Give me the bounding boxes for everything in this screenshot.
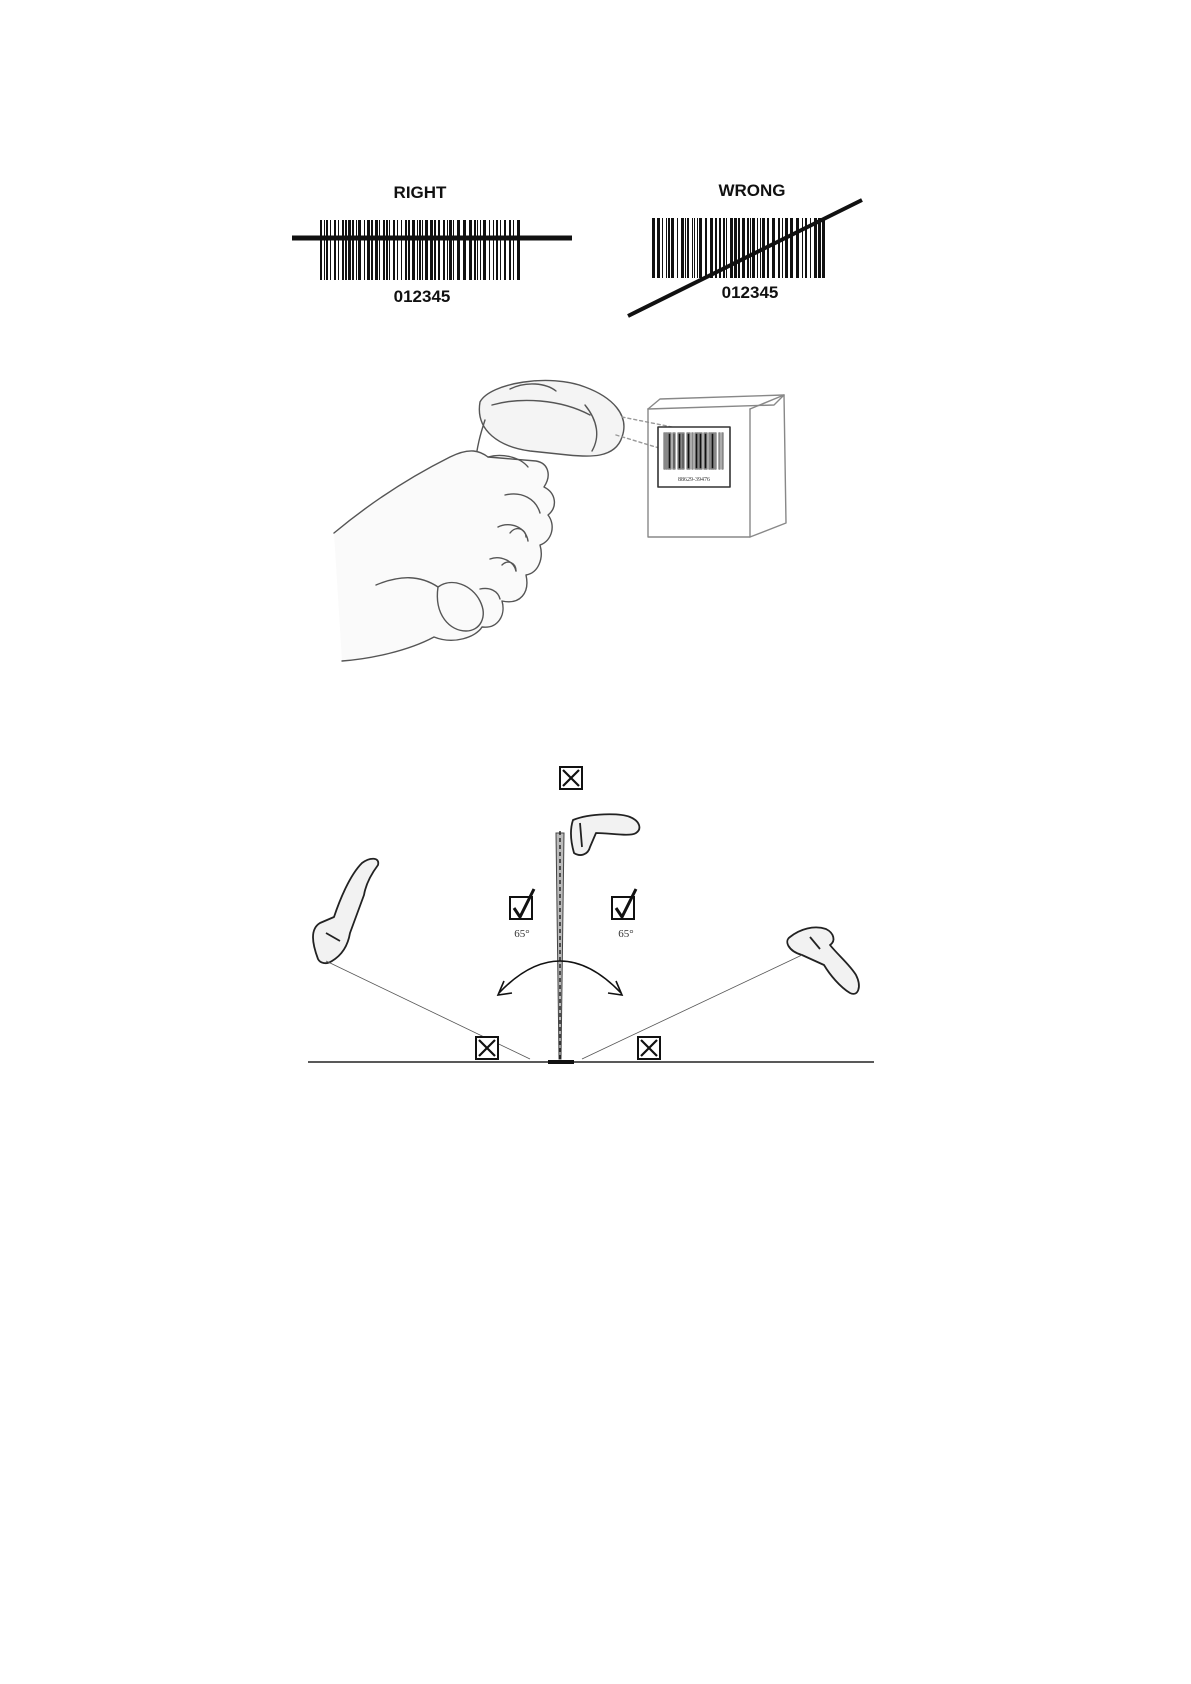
checkbox-checked-icon: [510, 889, 534, 919]
sight-line-right: [582, 955, 802, 1059]
barcode-comparison-figure: RIGHT 012345 WRONG 012345: [280, 170, 900, 320]
box-barcode-bars: [664, 433, 723, 469]
box-with-barcode: 88629-39476: [648, 395, 786, 537]
barcode-wrong-label: WRONG: [718, 181, 785, 200]
barcode-right-number: 012345: [394, 287, 451, 306]
checkbox-crossed-icon: [476, 1037, 498, 1059]
barcode-right: RIGHT 012345: [292, 183, 572, 306]
box-barcode-number: 88629-39476: [678, 477, 710, 483]
checkbox-checked-icon: [612, 889, 636, 919]
barcode-wrong-bars: [652, 218, 825, 278]
checkbox-crossed-icon: [560, 767, 582, 789]
vertical-beam: [556, 831, 564, 1061]
barcode-right-bars: [320, 220, 520, 280]
scanner-icon: [787, 927, 859, 993]
angle-diagram: 65° 65°: [290, 765, 890, 1125]
scanner-icon: [313, 859, 378, 963]
sight-line-left: [326, 961, 530, 1059]
scanner-icon: [475, 380, 624, 465]
barcode-right-label: RIGHT: [394, 183, 448, 202]
hand-illustration: [334, 451, 554, 661]
checkbox-crossed-icon: [638, 1037, 660, 1059]
barcode-wrong: WRONG 012345: [628, 181, 862, 316]
scanner-icon: [571, 814, 640, 855]
angle-label-right: 65°: [618, 928, 633, 940]
angle-label-left: 65°: [514, 928, 529, 940]
barcode-wrong-number: 012345: [722, 283, 779, 302]
scanning-illustration: 88629-39476: [330, 375, 870, 675]
